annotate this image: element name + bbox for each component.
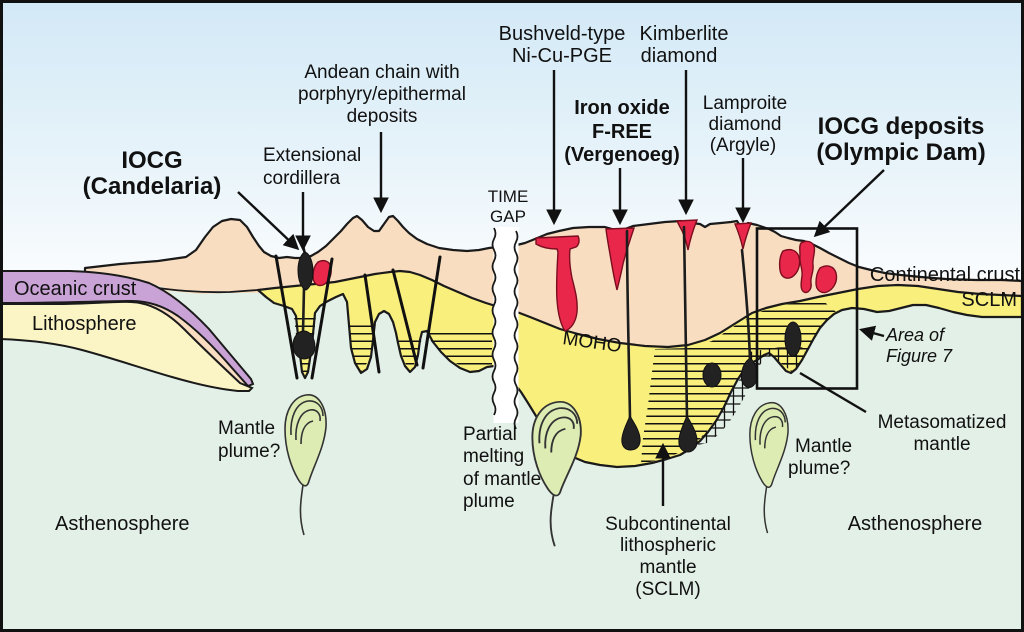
olympic-dam-body-3	[815, 265, 838, 294]
kimberlite-pipe	[625, 229, 632, 420]
label-mantle-plume-right: plume?	[788, 458, 850, 479]
label-time-gap: TIME	[488, 187, 529, 206]
time-gap-wavy-line	[513, 230, 519, 430]
label-mantle-plume-left: Mantle	[218, 418, 275, 439]
label-iocg-candelaria: IOCG	[121, 147, 182, 174]
label-time-gap: GAP	[490, 207, 526, 226]
graben-deep-body	[292, 330, 316, 360]
label-mantle-plume-left: plume?	[218, 441, 280, 462]
fault-line	[363, 273, 381, 374]
label-asthenosphere-right: Asthenosphere	[848, 513, 983, 535]
kimberlite-root	[678, 414, 698, 453]
kimberlite-root	[621, 414, 641, 451]
mantle-ore-blob	[702, 362, 722, 388]
label-metasomatized: mantle	[913, 434, 970, 455]
line-metasomatized	[799, 371, 867, 414]
label-iron-oxide: Iron oxide	[574, 97, 670, 119]
label-subcontinental: lithospheric	[620, 535, 716, 556]
label-partial-melting: plume	[463, 491, 515, 512]
label-extensional: Extensional	[263, 145, 361, 166]
label-partial-melting: of mantle	[463, 469, 541, 490]
label-lamproite: diamond	[709, 114, 782, 135]
ore-conduits	[292, 225, 802, 453]
kimberlite-pipe	[682, 225, 689, 420]
olympic-dam-body-2	[799, 240, 816, 294]
label-subcontinental: (SCLM)	[635, 579, 700, 600]
pointer-arrows	[237, 70, 885, 506]
time-gap-band	[491, 227, 519, 430]
label-kimberlite: Kimberlite	[640, 23, 729, 45]
label-metasomatized: Metasomatized	[878, 412, 1007, 433]
label-sclm: SCLM	[961, 289, 1017, 311]
label-oceanic-crust: Oceanic crust	[14, 278, 137, 300]
lithosphere-band	[0, 300, 254, 392]
label-partial-melting: Partial	[463, 424, 517, 445]
label-lamproite: Lamproite	[703, 93, 788, 114]
asthenosphere-layer	[0, 276, 1022, 630]
label-iron-oxide: (Vergenoeg)	[564, 144, 680, 166]
graben-ore-body	[297, 251, 314, 291]
fault-lines	[274, 254, 442, 380]
fault-line	[421, 255, 442, 370]
kimberlite-vent	[675, 219, 699, 251]
hatched-keel-2	[397, 336, 422, 371]
label-area-fig7: Area of	[885, 325, 946, 345]
arrow-area-fig7	[858, 325, 885, 341]
label-bushveld: Bushveld-type	[499, 23, 626, 45]
label-lamproite: (Argyle)	[710, 135, 777, 156]
arrow-candelaria	[237, 191, 300, 251]
graben-red-body	[312, 259, 332, 287]
bushveld-intrusion	[535, 235, 580, 332]
label-asthenosphere-left: Asthenosphere	[55, 513, 190, 535]
label-andean: deposits	[347, 106, 418, 127]
hatched-keel-1	[348, 322, 375, 372]
label-mantle-plume-right: Mantle	[795, 436, 852, 457]
oceanic-crust-slab	[0, 270, 255, 388]
fault-line	[274, 254, 299, 380]
label-extensional: cordillera	[263, 168, 341, 189]
metasomatized-blob	[784, 321, 802, 357]
olympic-dam-body-1	[778, 248, 801, 279]
lamproite-vent	[733, 222, 753, 250]
label-subcontinental: mantle	[639, 557, 696, 578]
hatched-patch	[426, 330, 492, 370]
label-area-fig7: Figure 7	[886, 346, 953, 366]
figure7-box	[755, 227, 859, 390]
label-iocg-olympic: (Olympic Dam)	[816, 139, 985, 166]
label-kimberlite: diamond	[641, 45, 718, 67]
lamproite-pipe	[740, 248, 752, 362]
crosshatch-metasomatized-lower	[698, 364, 757, 445]
labels: Bushveld-type Ni-Cu-PGE Kimberlite diamo…	[14, 23, 1020, 600]
label-iron-oxide: F-REE	[592, 121, 652, 143]
label-continental-crust: Continental crust	[870, 264, 1021, 286]
label-subcontinental: Subcontinental	[605, 514, 731, 535]
label-andean: porphyry/epithermal	[298, 84, 466, 105]
arrow-olympic-dam	[813, 169, 885, 238]
fault-line	[310, 257, 334, 380]
time-gap-wavy-line	[491, 227, 497, 416]
fault-line	[391, 268, 419, 367]
label-lithosphere: Lithosphere	[32, 313, 137, 335]
label-iocg-olympic: IOCG deposits	[818, 113, 985, 140]
label-andean: Andean chain with	[304, 62, 459, 83]
label-partial-melting: melting	[463, 446, 524, 467]
label-bushveld: Ni-Cu-PGE	[512, 45, 612, 67]
label-iocg-candelaria: (Candelaria)	[83, 173, 222, 200]
